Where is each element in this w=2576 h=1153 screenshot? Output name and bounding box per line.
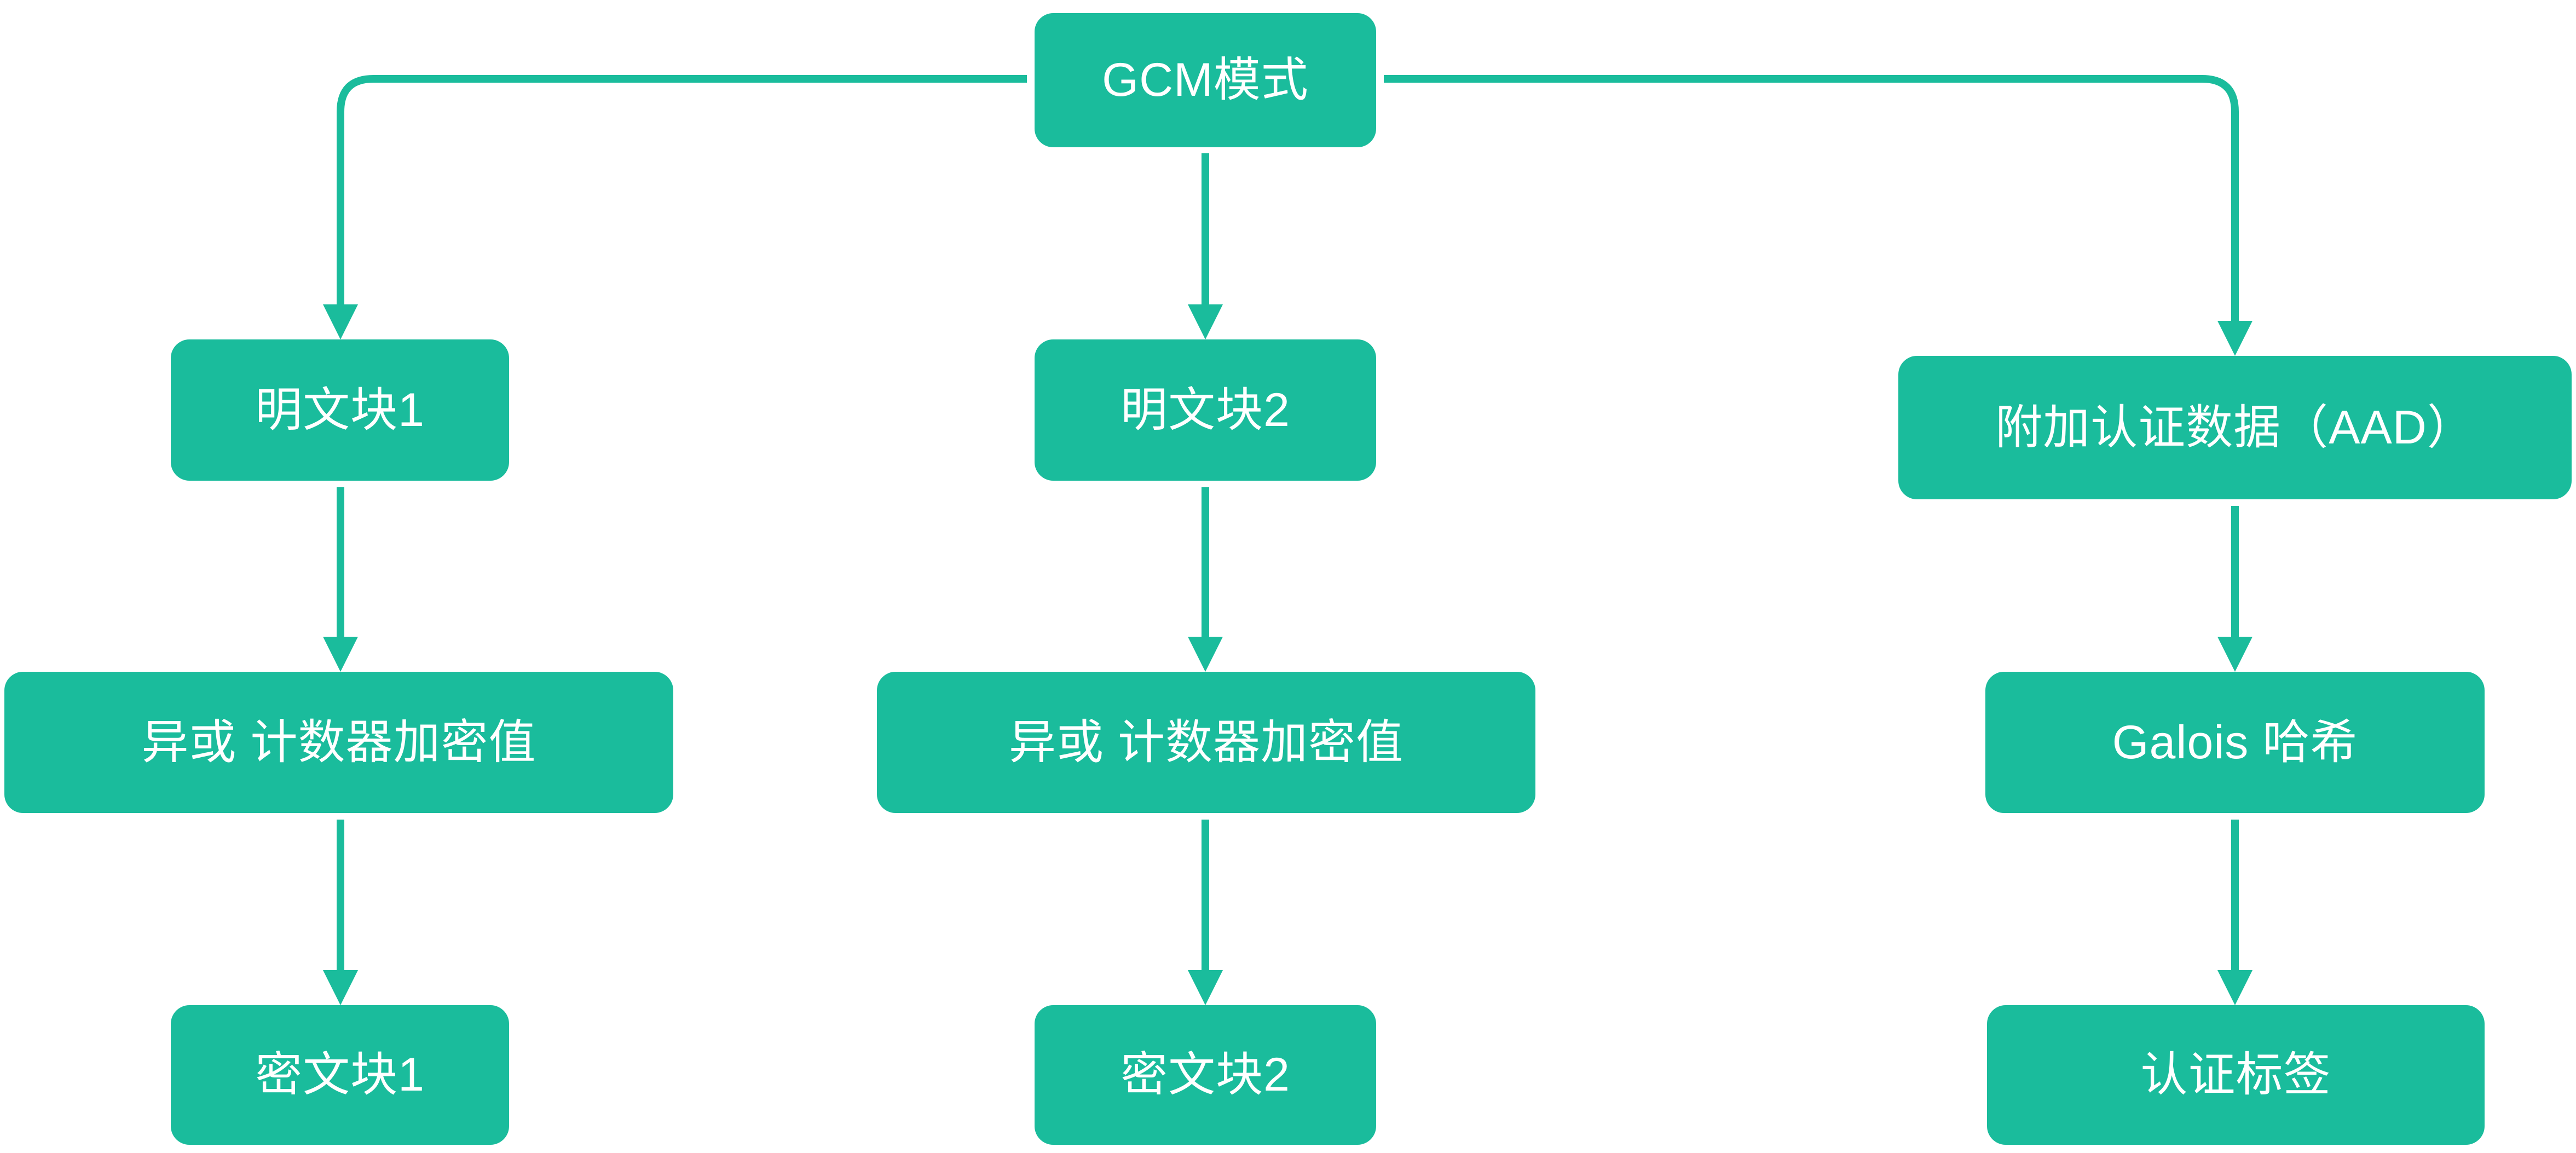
node-additional-auth-data: 附加认证数据（AAD） xyxy=(1898,356,2572,499)
edge-gcm-to-aad xyxy=(1384,75,2252,356)
node-gcm-mode-label: GCM模式 xyxy=(1102,54,1309,107)
node-plaintext-block-2: 明文块2 xyxy=(1035,339,1376,481)
edge-gcm-to-plain2 xyxy=(1188,153,1223,339)
node-galois-hash: Galois 哈希 xyxy=(1985,672,2485,813)
edge-ghash-to-tag xyxy=(2217,820,2252,1005)
node-galois-hash-label: Galois 哈希 xyxy=(2112,716,2358,769)
node-xor-counter-encrypt-1: 异或 计数器加密值 xyxy=(4,672,673,813)
edge-gcm-to-plain1 xyxy=(323,75,1027,339)
node-xor-counter-encrypt-2-label: 异或 计数器加密值 xyxy=(1009,716,1403,769)
node-gcm-mode: GCM模式 xyxy=(1035,13,1376,147)
edge-plain2-to-xor2 xyxy=(1188,487,1223,672)
node-plaintext-block-1-label: 明文块1 xyxy=(255,383,425,436)
edge-aad-to-ghash xyxy=(2217,506,2252,672)
node-additional-auth-data-label: 附加认证数据（AAD） xyxy=(1995,401,2475,454)
node-auth-tag-label: 认证标签 xyxy=(2140,1048,2331,1102)
node-ciphertext-block-2: 密文块2 xyxy=(1035,1005,1376,1145)
edge-plain1-to-xor1 xyxy=(323,487,358,672)
node-xor-counter-encrypt-1-label: 异或 计数器加密值 xyxy=(141,716,536,769)
node-auth-tag: 认证标签 xyxy=(1987,1005,2485,1145)
node-plaintext-block-1: 明文块1 xyxy=(171,339,509,481)
node-ciphertext-block-1-label: 密文块1 xyxy=(255,1048,425,1102)
node-ciphertext-block-1: 密文块1 xyxy=(171,1005,509,1145)
edge-xor2-to-cipher2 xyxy=(1188,820,1223,1005)
node-plaintext-block-2-label: 明文块2 xyxy=(1120,383,1290,436)
edge-xor1-to-cipher1 xyxy=(323,820,358,1005)
node-xor-counter-encrypt-2: 异或 计数器加密值 xyxy=(877,672,1535,813)
node-ciphertext-block-2-label: 密文块2 xyxy=(1120,1048,1290,1102)
